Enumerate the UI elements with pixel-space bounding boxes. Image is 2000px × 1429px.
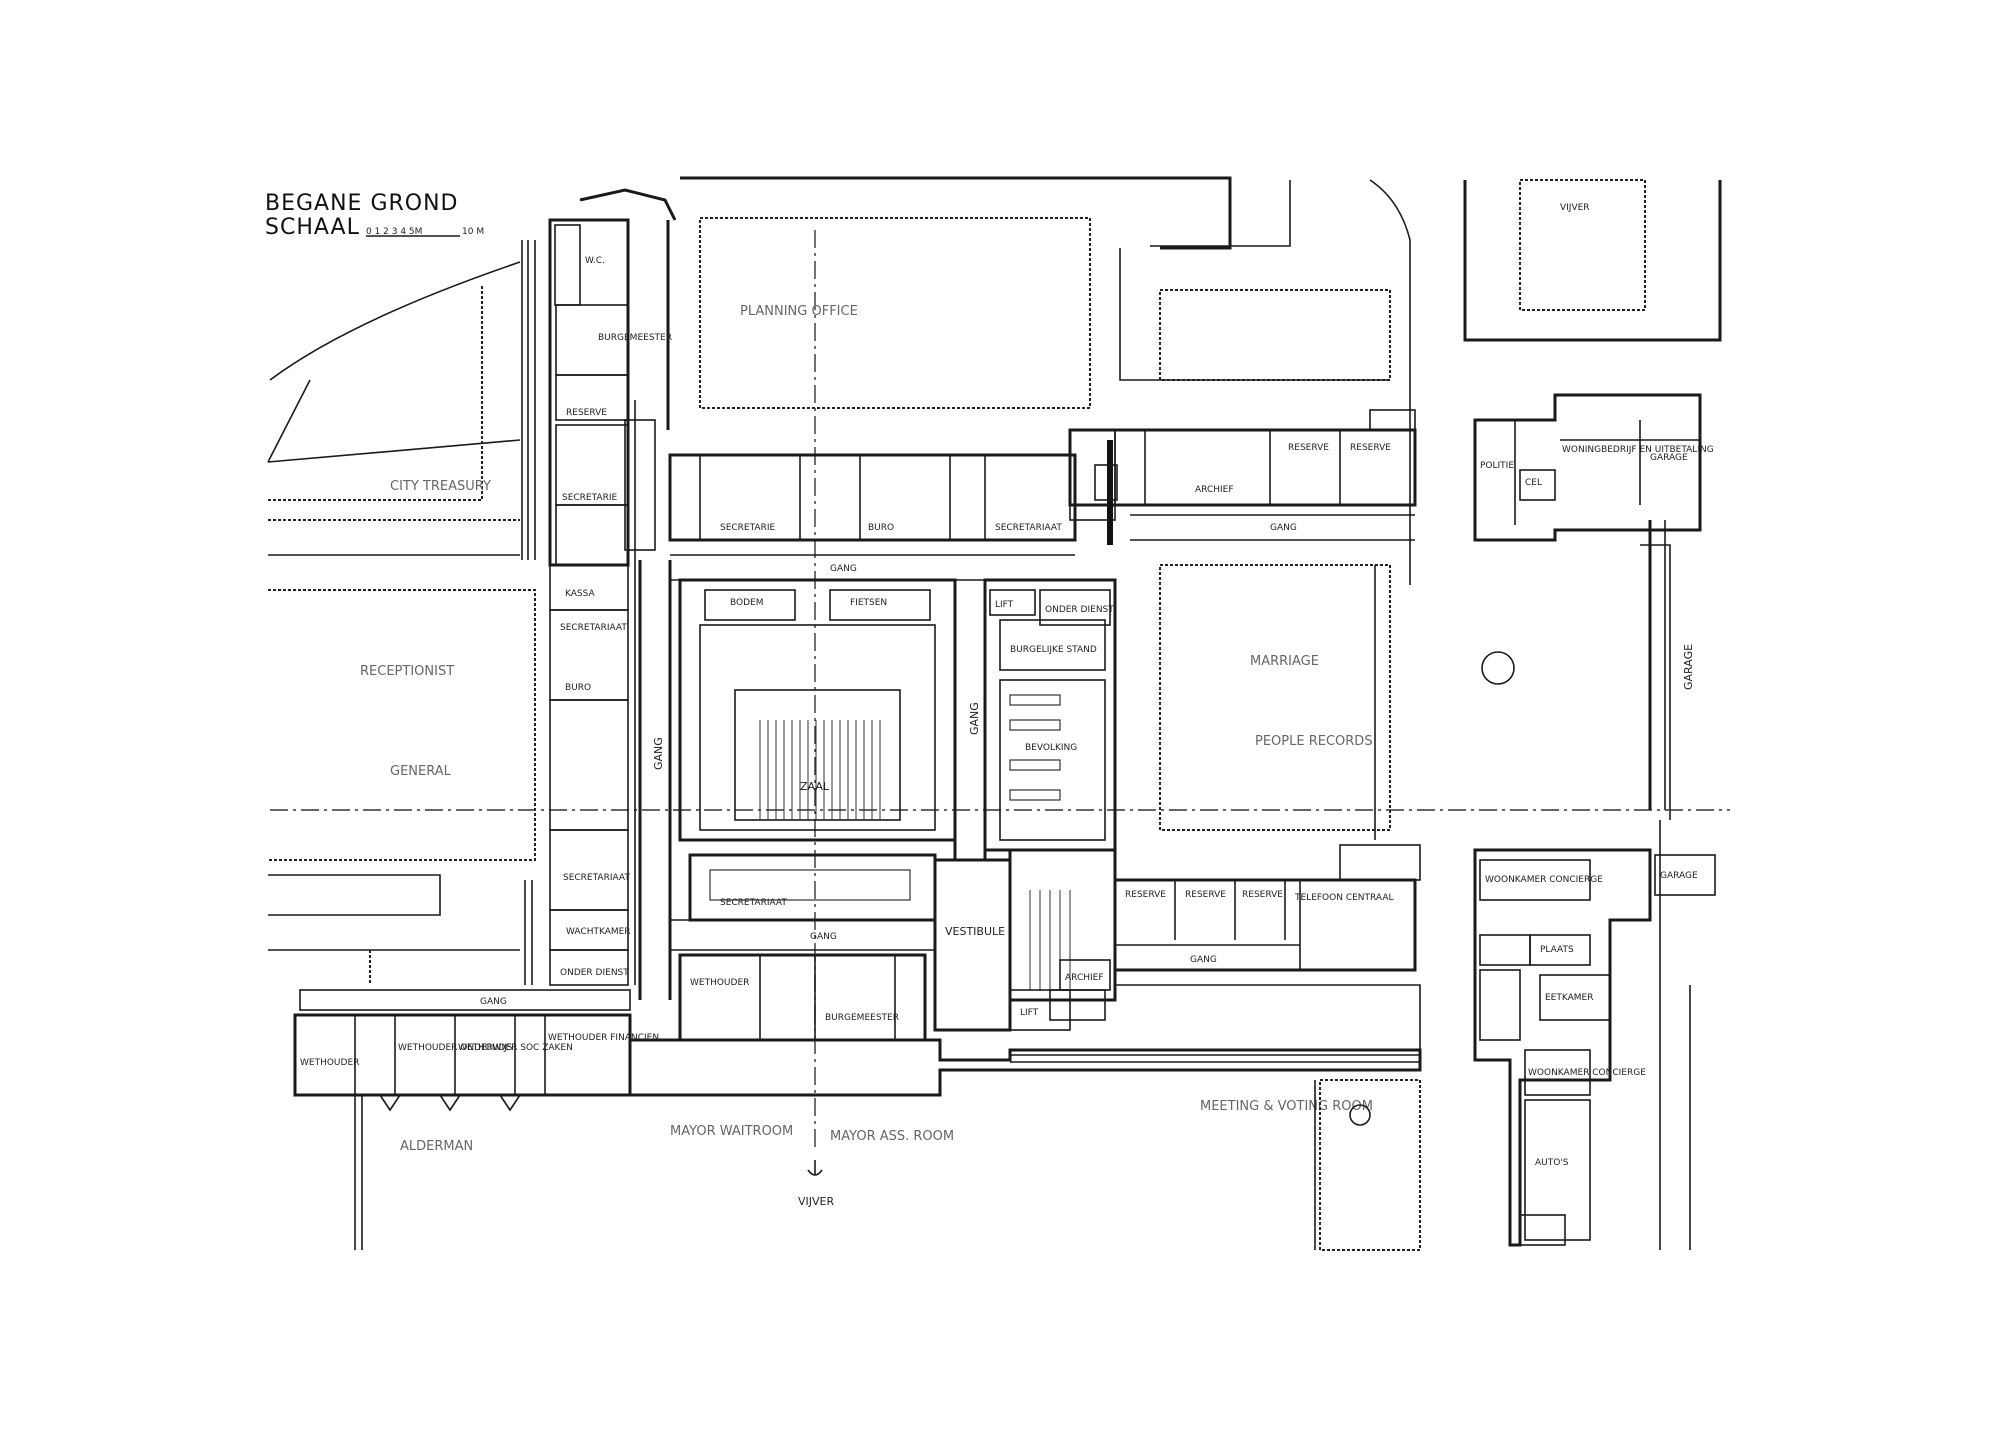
note-meeting: MEETING & VOTING ROOM [1200, 1099, 1373, 1114]
note-alderman: ALDERMAN [400, 1139, 473, 1154]
right-lower-wing: RESERVE RESERVE RESERVE TELEFOON CENTRAA… [1049, 844, 1421, 1050]
label-woonkamer: WOONKAMER CONCIERGE [1528, 1068, 1646, 1078]
label-eetkamer: EETKAMER [1545, 993, 1593, 1003]
label-reserve-1: RESERVE [566, 408, 607, 418]
label-gang-top-right: GANG [1270, 523, 1297, 533]
label-wethouder-fin: WETHOUDER FINANCIEN [548, 1033, 659, 1043]
label-wc: W.C. [585, 256, 605, 266]
label-secretariaat-left: SECRETARIAAT [560, 623, 627, 633]
label-bouwzaken: SECRETARIAAT [995, 523, 1062, 533]
label-reserve-tr1: RESERVE [1288, 443, 1329, 453]
note-mayor-ass: MAYOR ASS. ROOM [830, 1129, 954, 1144]
tree-icon [1481, 651, 1515, 685]
label-gang-center: GANG [968, 702, 981, 735]
landscape-left [267, 261, 536, 985]
note-city-treasury: CITY TREASURY [390, 479, 491, 494]
label-lift-2: LIFT [1020, 1008, 1039, 1018]
label-wethouder-1: WETHOUDER [300, 1058, 359, 1068]
bottom-left-wing: GANG WETHOUDER WETHOUDER ONDERWIJS WETHO… [293, 989, 659, 1250]
label-politie: POLITIE [1480, 461, 1514, 471]
pond-top-right: VIJVER [1463, 179, 1722, 342]
label-bodem: BODEM [730, 598, 763, 608]
label-cel: CEL [1525, 478, 1542, 488]
label-secretariat-bar: SECRETARIAAT [720, 898, 787, 908]
note-receptionist: RECEPTIONIST [360, 664, 454, 679]
label-fietsen: FIETSEN [850, 598, 887, 608]
plan-title: BEGANE GROND [265, 191, 459, 216]
hall-seating [759, 720, 881, 820]
label-onder-dienst: ONDER DIENST [1045, 605, 1114, 615]
top-wing: SECRETARIE BURO SECRETARIAAT GANG [668, 429, 1116, 581]
bottom-wing: WETHOUDER BURGEMEESTER [628, 953, 1422, 1097]
label-gang-bl: GANG [480, 997, 507, 1007]
pond-bottom: VIJVER [798, 1079, 1421, 1251]
left-corridor: GANG [638, 560, 672, 1000]
secretariat-block: SECRETARIAAT GANG [670, 853, 937, 951]
label-plaats: PLAATS [1540, 945, 1574, 955]
label-telefoon: TELEFOON CENTRAAL [1294, 893, 1394, 903]
label-autos: AUTO'S [1535, 1158, 1569, 1168]
council-hall-block: ZAAL BODEM FIETSEN GANG [678, 578, 987, 860]
label-burgemeester: BURGEMEESTER [598, 333, 672, 343]
note-marriage: MARRIAGE [1250, 654, 1319, 669]
garden-top [680, 176, 1411, 585]
label-garage-3: GARAGE [1660, 871, 1698, 881]
label-reserve-r1: RESERVE [1125, 890, 1166, 900]
label-garage-2: GARAGE [1682, 644, 1695, 690]
pond-label-bottom: VIJVER [798, 1195, 834, 1208]
landscape-right [1159, 544, 1691, 1250]
label-gang-rl: GANG [1190, 955, 1217, 965]
label-personeelszaken: SECRETARIE [720, 523, 775, 533]
label-bevolking: BEVOLKING [1025, 743, 1077, 753]
label-wethouder-onderwijs: WETHOUDER ONDERWIJS [398, 1043, 513, 1053]
title-block: BEGANE GROND SCHAAL 0 1 2 3 4 5M 10 M [265, 191, 484, 240]
label-conciergewoning: WOONKAMER CONCIERGE [1485, 875, 1603, 885]
top-right-wing: GANG ARCHIEF RESERVE RESERVE [1068, 409, 1417, 545]
label-woningbedrijf: WONINGBEDRIJF EN UITBETALING [1562, 445, 1714, 455]
label-wachtkamer: WACHTKAMER [566, 927, 631, 937]
label-gang-top: GANG [830, 564, 857, 574]
label-archief: ARCHIEF [1195, 485, 1234, 495]
left-wing: W.C. BURGEMEESTER RESERVE SECRETARIE KAS… [521, 188, 677, 986]
label-gang-mid: GANG [810, 932, 837, 942]
label-garage: GARAGE [1650, 453, 1688, 463]
scale-end: 10 M [462, 227, 484, 237]
note-general: GENERAL [390, 764, 452, 779]
label-reserve-r2: RESERVE [1185, 890, 1226, 900]
note-mayor-wait: MAYOR WAITROOM [670, 1124, 793, 1139]
label-burgelijke-stand: BURGELIJKE STAND [1010, 645, 1097, 655]
label-ouder-dienst: ONDER DIENST [560, 968, 629, 978]
annotations: PLANNING OFFICE RECEPTIONIST GENERAL MAR… [360, 304, 1373, 1154]
police-building: POLITIE CEL WONINGBEDRIJF EN UITBETALING… [1473, 393, 1714, 810]
label-kassa: KASSA [565, 589, 595, 599]
concierge-building: WOONKAMER CONCIERGE GARAGE PLAATS EETKAM… [1473, 848, 1716, 1247]
tree-icon-2 [1349, 1104, 1371, 1126]
label-reserve-tr2: RESERVE [1350, 443, 1391, 453]
pond-label-top: VIJVER [1560, 203, 1590, 213]
vestibule: VESTIBULE ARCHIEF LIFT [933, 848, 1117, 1032]
scale-label: SCHAAL [265, 215, 360, 240]
label-secretaris: SECRETARIE [562, 493, 617, 503]
label-vestibule: VESTIBULE [945, 925, 1005, 938]
scale-ticks: 0 1 2 3 4 5M [366, 227, 422, 237]
note-people-records: PEOPLE RECORDS [1255, 734, 1373, 749]
label-lift: LIFT [995, 600, 1014, 610]
label-gang-left: GANG [652, 737, 665, 770]
label-buro: BURO [565, 683, 591, 693]
label-wethouder-soc: WETHOUDER SOC ZAKEN [458, 1043, 573, 1053]
label-zaal: ZAAL [800, 780, 830, 793]
label-burgemeester-bottom: BURGEMEESTER [825, 1013, 899, 1023]
label-buro-top: BURO [868, 523, 894, 533]
label-wethouder-bottom: WETHOUDER [690, 978, 749, 988]
note-planning: PLANNING OFFICE [740, 304, 858, 319]
label-reserve-r3: RESERVE [1242, 890, 1283, 900]
label-secretariaat-2: SECRETARIAAT [563, 873, 630, 883]
label-archief-2: ARCHIEF [1065, 973, 1104, 983]
